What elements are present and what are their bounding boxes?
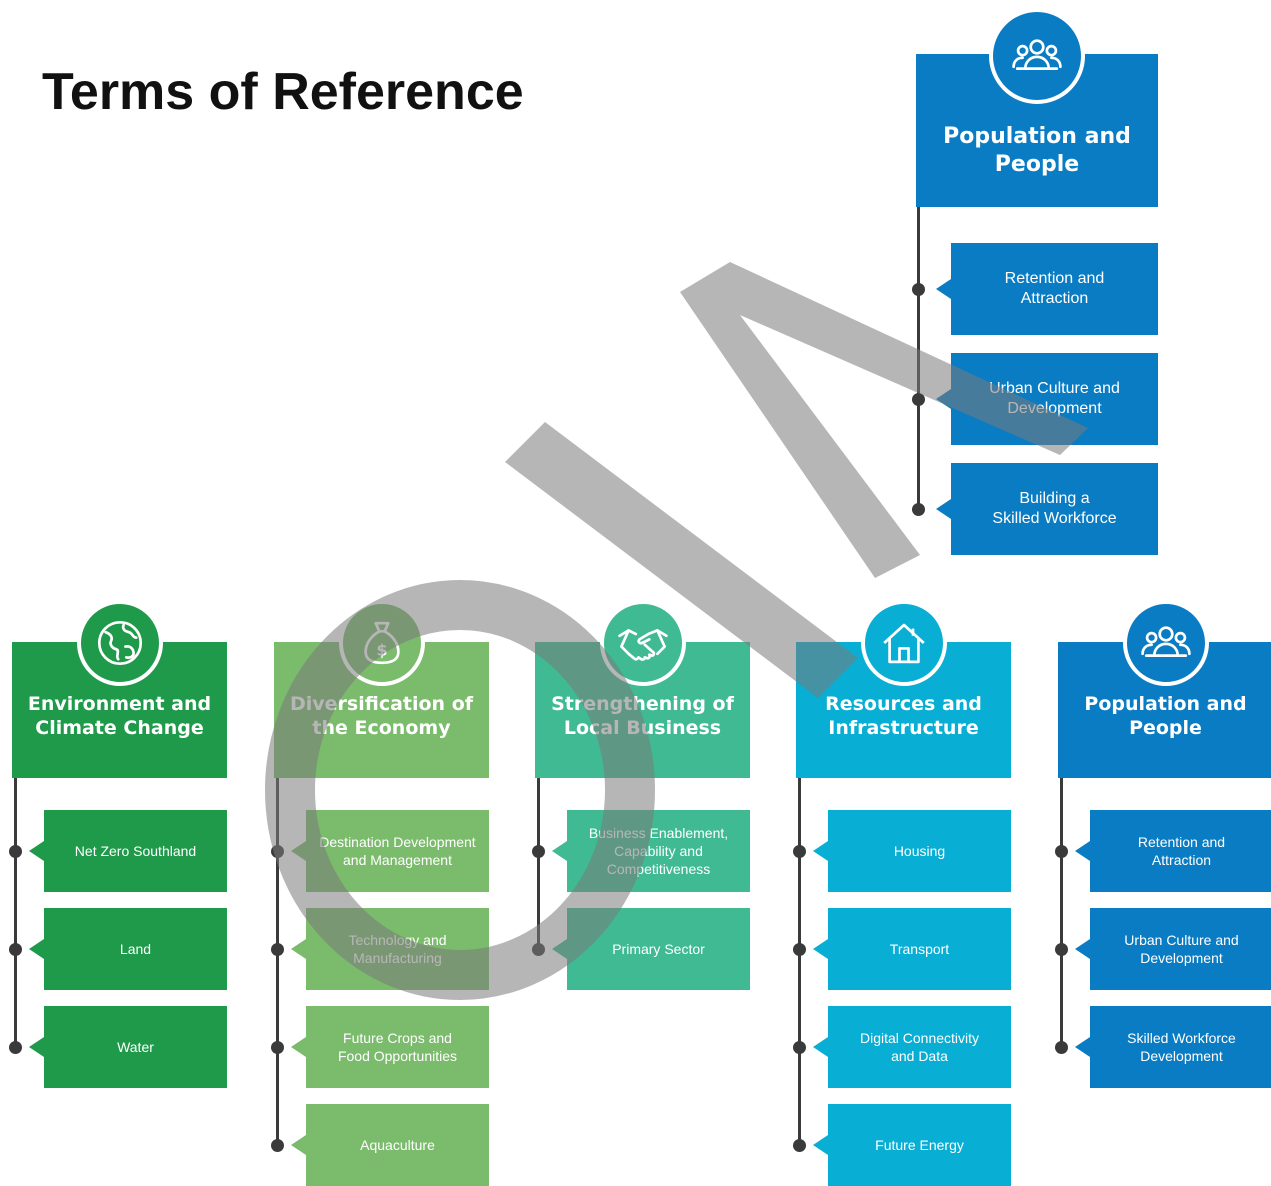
connector-dot	[912, 503, 925, 516]
pillar-title: Population and People	[1084, 693, 1247, 739]
sub-item-label: Land	[119, 941, 152, 957]
connector-line	[537, 778, 540, 949]
sub-item-label: Skilled Workforce Development	[1127, 1030, 1236, 1064]
connector-dot	[793, 1139, 806, 1152]
sub-item: Skilled Workforce Development	[1075, 1006, 1271, 1088]
pointer-notch	[29, 841, 44, 861]
pointer-notch	[936, 279, 951, 299]
sub-item: Technology and Manufacturing	[291, 908, 489, 990]
pointer-notch	[291, 841, 306, 861]
pointer-notch	[291, 1037, 306, 1057]
connector-dot	[793, 1041, 806, 1054]
sub-item-label: Housing	[893, 843, 946, 859]
money-bag-icon: $	[338, 600, 425, 686]
pointer-notch	[936, 389, 951, 409]
pointer-notch	[1075, 1037, 1090, 1057]
connector-dot	[532, 943, 545, 956]
sub-item: Transport	[813, 908, 1011, 990]
pillar-header: Population and People	[916, 54, 1158, 207]
pointer-notch	[552, 841, 567, 861]
house-icon	[860, 600, 947, 686]
pillar-title: Environment and Climate Change	[27, 693, 212, 739]
connector-line	[917, 207, 920, 509]
connector-dot	[793, 943, 806, 956]
pointer-notch	[552, 939, 567, 959]
pointer-notch	[29, 939, 44, 959]
connector-dot	[912, 283, 925, 296]
sub-item-label: Primary Sector	[612, 941, 705, 957]
sub-item: Retention and Attraction	[1075, 810, 1271, 892]
pillar-title: Population and People	[943, 123, 1131, 177]
connector-dot	[532, 845, 545, 858]
sub-item-label: Transport	[889, 941, 950, 957]
sub-item-label: Digital Connectivity and Data	[859, 1030, 980, 1064]
page-title: Terms of Reference	[42, 63, 524, 121]
pointer-notch	[813, 939, 828, 959]
sub-item: Future Crops and Food Opportunities	[291, 1006, 489, 1088]
connector-dot	[9, 943, 22, 956]
connector-dot	[1055, 845, 1068, 858]
sub-item-label: Net Zero Southland	[74, 843, 197, 859]
sub-item: Building a Skilled Workforce	[936, 463, 1158, 555]
connector-dot	[9, 1041, 22, 1054]
pillar-title: Strengthening of Local Business	[551, 693, 734, 739]
connector-line	[1060, 778, 1063, 1047]
sub-item-label: Aquaculture	[360, 1137, 435, 1153]
sub-item-label: Urban Culture and Development	[989, 380, 1120, 417]
connector-dot	[793, 845, 806, 858]
people-group-icon	[1122, 600, 1209, 686]
globe-icon	[76, 600, 163, 686]
connector-dot	[1055, 1041, 1068, 1054]
handshake-icon	[599, 600, 686, 686]
sub-item: Retention and Attraction	[936, 243, 1158, 335]
sub-item-label: Future Energy	[875, 1137, 964, 1153]
sub-item-label: Retention and Attraction	[1004, 270, 1105, 307]
pointer-notch	[29, 1037, 44, 1057]
sub-item: Digital Connectivity and Data	[813, 1006, 1011, 1088]
sub-item: Destination Development and Management	[291, 810, 489, 892]
sub-item: Housing	[813, 810, 1011, 892]
sub-item: Future Energy	[813, 1104, 1011, 1186]
connector-dot	[271, 845, 284, 858]
pointer-notch	[291, 1135, 306, 1155]
sub-item: Net Zero Southland	[29, 810, 227, 892]
sub-item-label: Business Enablement, Capability and Comp…	[588, 825, 729, 877]
pillar-title: Resources and Infrastructure	[825, 693, 982, 739]
sub-item: Water	[29, 1006, 227, 1088]
connector-dot	[271, 1139, 284, 1152]
pillar-title: Diversification of the Economy	[289, 693, 474, 739]
pointer-notch	[813, 841, 828, 861]
sub-item: Business Enablement, Capability and Comp…	[552, 810, 750, 892]
svg-text:$: $	[376, 641, 387, 660]
pointer-notch	[936, 499, 951, 519]
connector-line	[14, 778, 17, 1047]
connector-line	[276, 778, 279, 1145]
connector-dot	[1055, 943, 1068, 956]
connector-dot	[271, 1041, 284, 1054]
connector-line	[798, 778, 801, 1145]
sub-item: Aquaculture	[291, 1104, 489, 1186]
sub-item-label: Water	[117, 1039, 154, 1055]
pointer-notch	[1075, 939, 1090, 959]
connector-dot	[9, 845, 22, 858]
sub-item: Urban Culture and Development	[1075, 908, 1271, 990]
people-group-icon	[989, 8, 1085, 104]
sub-item: Land	[29, 908, 227, 990]
sub-item-label: Building a Skilled Workforce	[992, 490, 1117, 527]
pointer-notch	[291, 939, 306, 959]
sub-item-label: Destination Development and Management	[319, 834, 476, 868]
sub-item-label: Future Crops and Food Opportunities	[337, 1030, 458, 1064]
pointer-notch	[813, 1037, 828, 1057]
sub-item-label: Technology and Manufacturing	[348, 932, 447, 966]
sub-item-label: Retention and Attraction	[1137, 834, 1226, 868]
connector-dot	[271, 943, 284, 956]
connector-dot	[912, 393, 925, 406]
sub-item: Urban Culture and Development	[936, 353, 1158, 445]
sub-item: Primary Sector	[552, 908, 750, 990]
sub-item-label: Urban Culture and Development	[1124, 932, 1239, 966]
pointer-notch	[813, 1135, 828, 1155]
pointer-notch	[1075, 841, 1090, 861]
